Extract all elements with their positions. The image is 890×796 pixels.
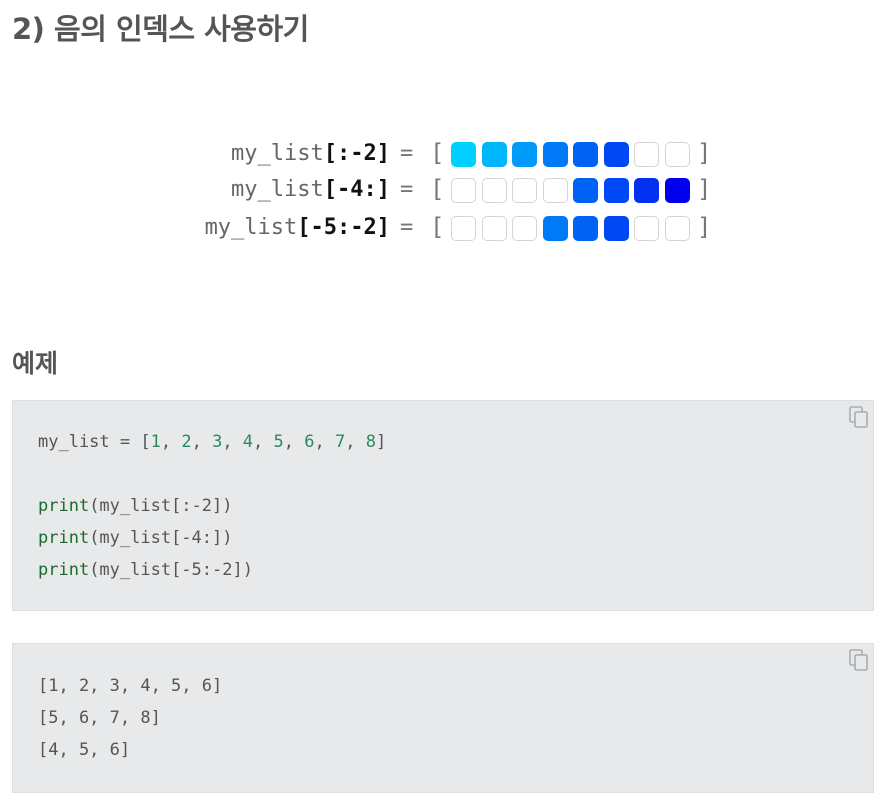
print-args: (my_list[:-2])	[89, 496, 233, 516]
list-cell-empty	[634, 216, 659, 241]
code-block: my_list = [1, 2, 3, 4, 5, 6, 7, 8] print…	[12, 400, 874, 611]
code-number: 4	[242, 432, 254, 452]
output-line: [1, 2, 3, 4, 5, 6]	[38, 676, 223, 696]
print-args: (my_list[-4:])	[89, 528, 233, 548]
section-heading: 2) 음의 인덱스 사용하기	[12, 12, 309, 46]
open-bracket: [	[430, 175, 445, 203]
list-cell-selected	[451, 142, 476, 167]
close-bracket: ]	[697, 213, 712, 241]
code-number: 7	[335, 432, 346, 452]
list-cell-selected	[603, 142, 629, 167]
list-cell-empty	[664, 142, 690, 167]
code-number: 8	[365, 432, 376, 452]
list-cell-selected	[542, 142, 568, 167]
code-number: 3	[212, 432, 223, 452]
copy-icon[interactable]	[848, 648, 870, 672]
example-heading: 예제	[12, 349, 59, 378]
list-cell-empty	[634, 142, 659, 167]
list-name: my_list	[231, 177, 324, 202]
print-args: (my_list[-5:-2])	[89, 560, 253, 580]
list-cell-empty	[451, 216, 476, 241]
list-cell-empty	[481, 178, 507, 203]
code-number: 2	[181, 432, 192, 452]
close-bracket: ]	[697, 175, 712, 203]
list-cell-selected	[603, 178, 629, 203]
list-cell-empty	[664, 216, 690, 241]
code-line-print-1: print(my_list[:-2])	[38, 495, 232, 517]
list-cell-selected	[542, 216, 568, 241]
list-cell-empty	[542, 178, 568, 203]
output-line: [5, 6, 7, 8]	[38, 708, 161, 728]
copy-icon[interactable]	[848, 405, 870, 429]
output-line: [4, 5, 6]	[38, 740, 131, 760]
slice-expression: my_list[-4:]	[0, 175, 390, 205]
slice-notation: [-5:-2]	[297, 215, 390, 240]
list-cell-selected	[573, 142, 598, 167]
slice-notation: [:-2]	[323, 141, 390, 166]
equals-sign: =	[400, 177, 414, 202]
slice-diagram: my_list[:-2]=[]my_list[-4:]=[]my_list[-5…	[0, 0, 890, 300]
list-cell-selected	[481, 142, 507, 167]
code-number: 1	[150, 432, 161, 452]
list-cell-selected	[573, 178, 598, 203]
equals-sign: =	[400, 141, 414, 166]
list-cell-empty	[451, 178, 476, 203]
code-text: ]	[375, 432, 387, 452]
open-bracket: [	[430, 139, 445, 167]
slice-notation: [-4:]	[323, 177, 390, 202]
print-keyword: print	[38, 496, 90, 516]
list-cell-empty	[512, 178, 537, 203]
list-cell-selected	[512, 142, 537, 167]
list-cell-selected	[573, 216, 598, 241]
code-line-assign: my_list = [1, 2, 3, 4, 5, 6, 7, 8]	[38, 432, 387, 452]
list-cell-empty	[481, 216, 507, 241]
code-number: 5	[273, 432, 284, 452]
print-keyword: print	[38, 560, 90, 580]
output-block: [1, 2, 3, 4, 5, 6] [5, 6, 7, 8] [4, 5, 6…	[12, 643, 874, 793]
code-number: 6	[304, 432, 315, 452]
code-line-print-3: print(my_list[-5:-2])	[38, 559, 253, 581]
list-name: my_list	[204, 215, 298, 240]
list-cell-empty	[512, 216, 537, 241]
slice-expression: my_list[:-2]	[0, 139, 390, 169]
list-cell-selected	[603, 216, 629, 241]
print-keyword: print	[38, 528, 90, 548]
slice-expression: my_list[-5:-2]	[0, 213, 390, 243]
code-line-print-2: print(my_list[-4:])	[38, 527, 232, 549]
list-name: my_list	[231, 141, 324, 166]
code-text: my_list = [	[38, 432, 151, 452]
equals-sign: =	[400, 215, 414, 240]
list-cell-selected	[664, 178, 690, 203]
open-bracket: [	[430, 213, 445, 241]
list-cell-selected	[634, 178, 659, 203]
close-bracket: ]	[697, 139, 712, 167]
